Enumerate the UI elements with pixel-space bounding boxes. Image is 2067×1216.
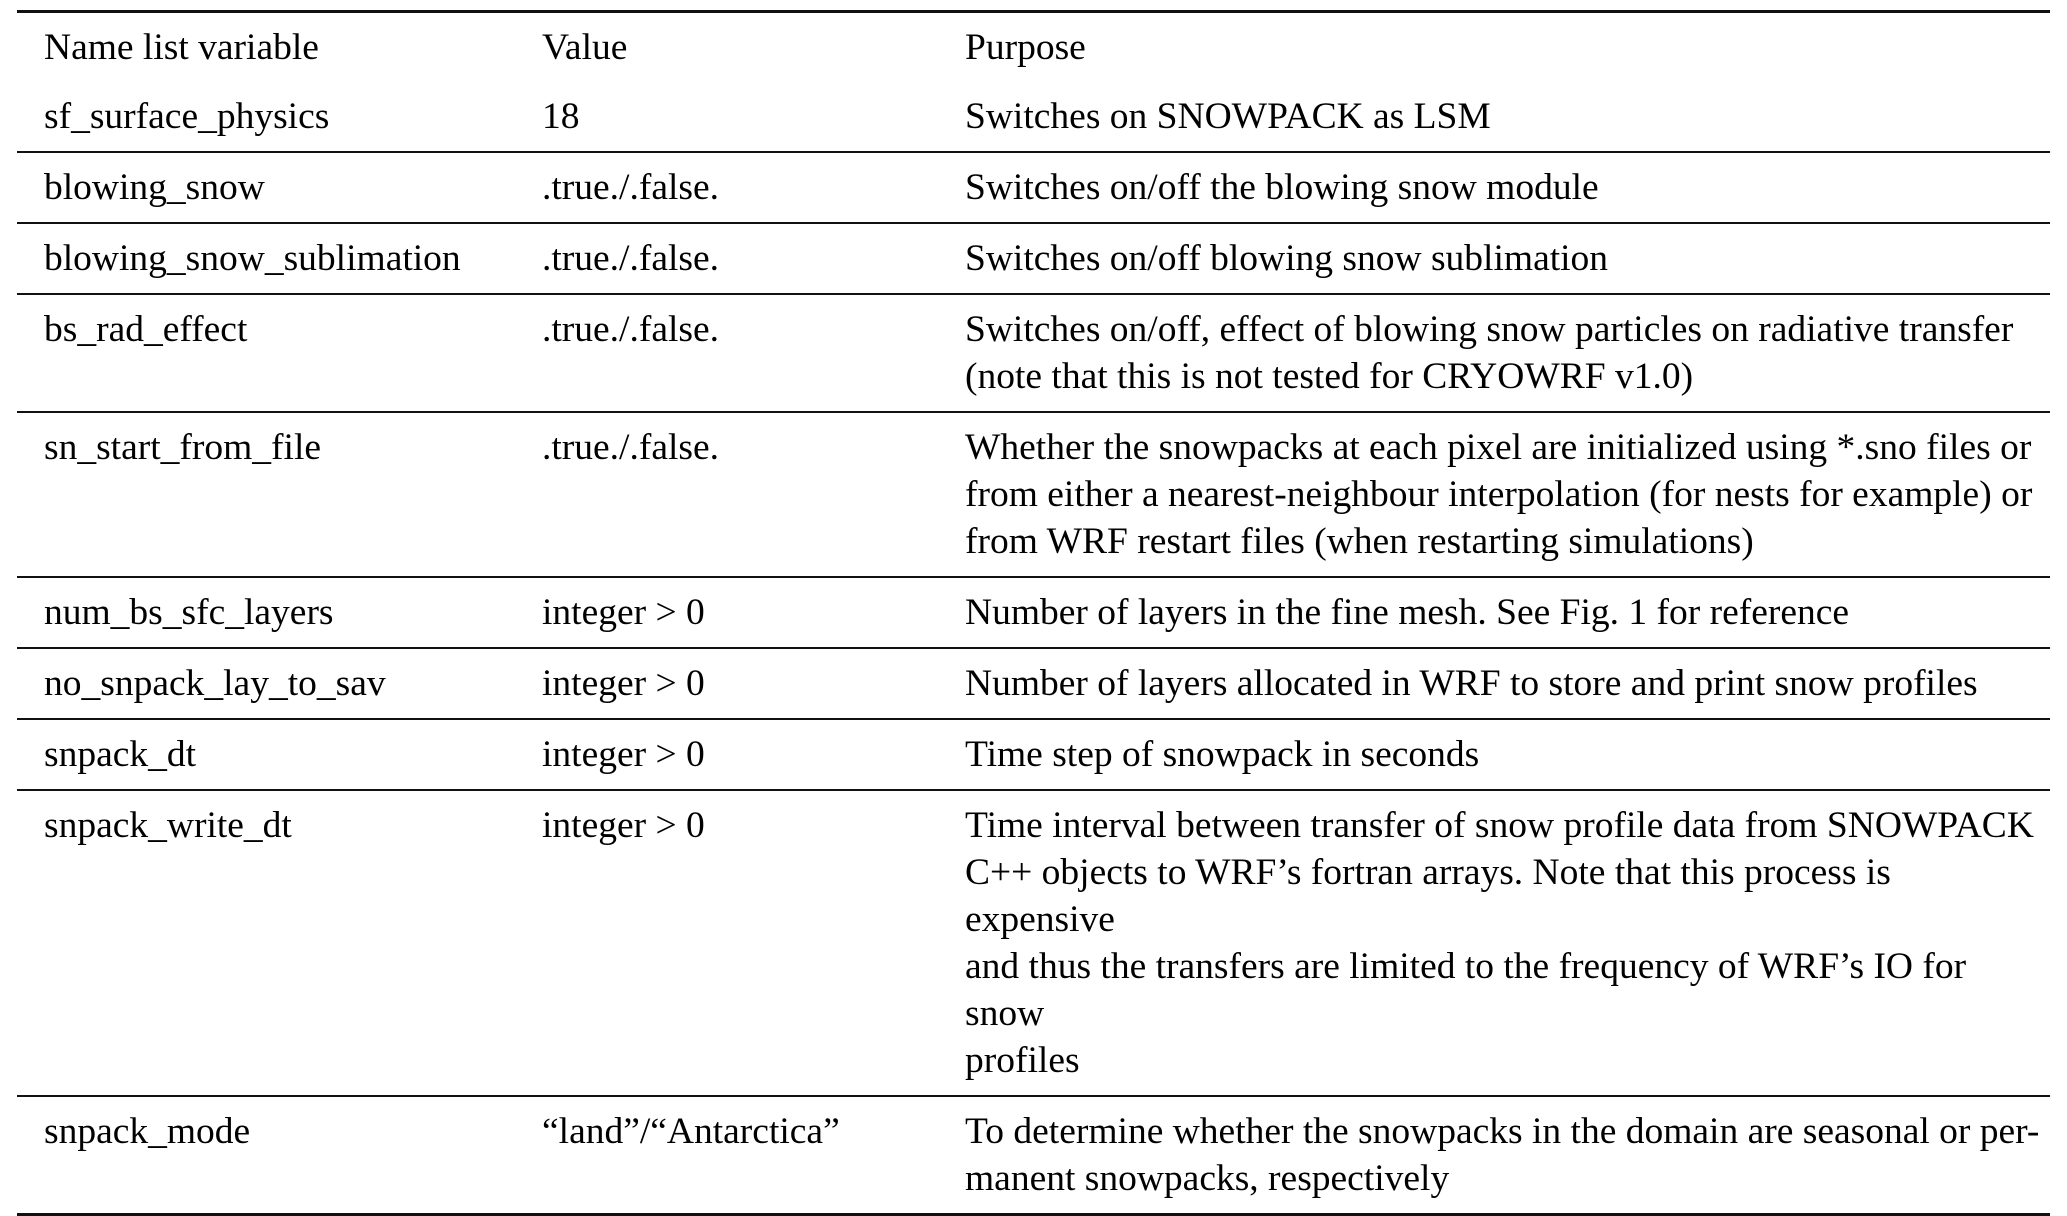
cell-value: integer > 0 — [542, 663, 705, 704]
table-row: snpack_dt integer > 0 Time step of snowp… — [17, 719, 2050, 790]
cell-purpose: Number of layers in the fine mesh. See F… — [965, 592, 1850, 633]
table-row: blowing_snow .true./.false. Switches on/… — [17, 152, 2050, 223]
cell-name: blowing_snow_sublimation — [44, 238, 461, 279]
table-row: sf_surface_physics 18 Switches on SNOWPA… — [17, 82, 2050, 152]
table-row: snpack_write_dt integer > 0 Time interva… — [17, 790, 2050, 1096]
cell-value: .true./.false. — [542, 238, 720, 279]
table-row: sn_start_from_file .true./.false. Whethe… — [17, 412, 2050, 577]
table-row: snpack_mode “land”/“Antarctica” To deter… — [17, 1096, 2050, 1215]
cell-value: 18 — [542, 96, 580, 137]
cell-name: blowing_snow — [44, 167, 265, 208]
column-header-value: Value — [542, 27, 628, 68]
table-row: num_bs_sfc_layers integer > 0 Number of … — [17, 577, 2050, 648]
cell-purpose: Switches on SNOWPACK as LSM — [965, 96, 1491, 137]
cell-purpose: Time step of snowpack in seconds — [965, 734, 1480, 775]
cell-purpose: Time interval between transfer of snow p… — [965, 805, 2034, 1081]
cell-purpose: Switches on/off the blowing snow module — [965, 167, 1599, 208]
cell-name: sf_surface_physics — [44, 96, 330, 137]
cell-value: integer > 0 — [542, 592, 705, 633]
column-header-purpose: Purpose — [965, 27, 1086, 68]
cell-name: snpack_mode — [44, 1111, 251, 1152]
cell-value: .true./.false. — [542, 427, 720, 468]
cell-name: snpack_dt — [44, 734, 197, 775]
cell-name: snpack_write_dt — [44, 805, 292, 846]
cell-name: sn_start_from_file — [44, 427, 322, 468]
cell-purpose: To determine whether the snowpacks in th… — [965, 1111, 2040, 1199]
cell-purpose: Number of layers allocated in WRF to sto… — [965, 663, 1978, 704]
table-row: bs_rad_effect .true./.false. Switches on… — [17, 294, 2050, 412]
table-row: no_snpack_lay_to_sav integer > 0 Number … — [17, 648, 2050, 719]
cell-purpose: Whether the snowpacks at each pixel are … — [965, 427, 2033, 562]
header-row: Name list variable Value Purpose — [17, 12, 2050, 83]
cell-name: bs_rad_effect — [44, 309, 248, 350]
cell-value: integer > 0 — [542, 734, 705, 775]
cell-name: no_snpack_lay_to_sav — [44, 663, 386, 704]
cell-name: num_bs_sfc_layers — [44, 592, 334, 633]
column-header-name-list-variable: Name list variable — [44, 27, 319, 68]
namelist-table: Name list variable Value Purpose sf_surf… — [17, 10, 2050, 1216]
cell-value: .true./.false. — [542, 309, 720, 350]
cell-value: .true./.false. — [542, 167, 720, 208]
table-row: blowing_snow_sublimation .true./.false. … — [17, 223, 2050, 294]
cell-purpose: Switches on/off, effect of blowing snow … — [965, 309, 2014, 397]
cell-purpose: Switches on/off blowing snow sublimation — [965, 238, 1609, 279]
cell-value: “land”/“Antarctica” — [542, 1111, 840, 1152]
cell-value: integer > 0 — [542, 805, 705, 846]
